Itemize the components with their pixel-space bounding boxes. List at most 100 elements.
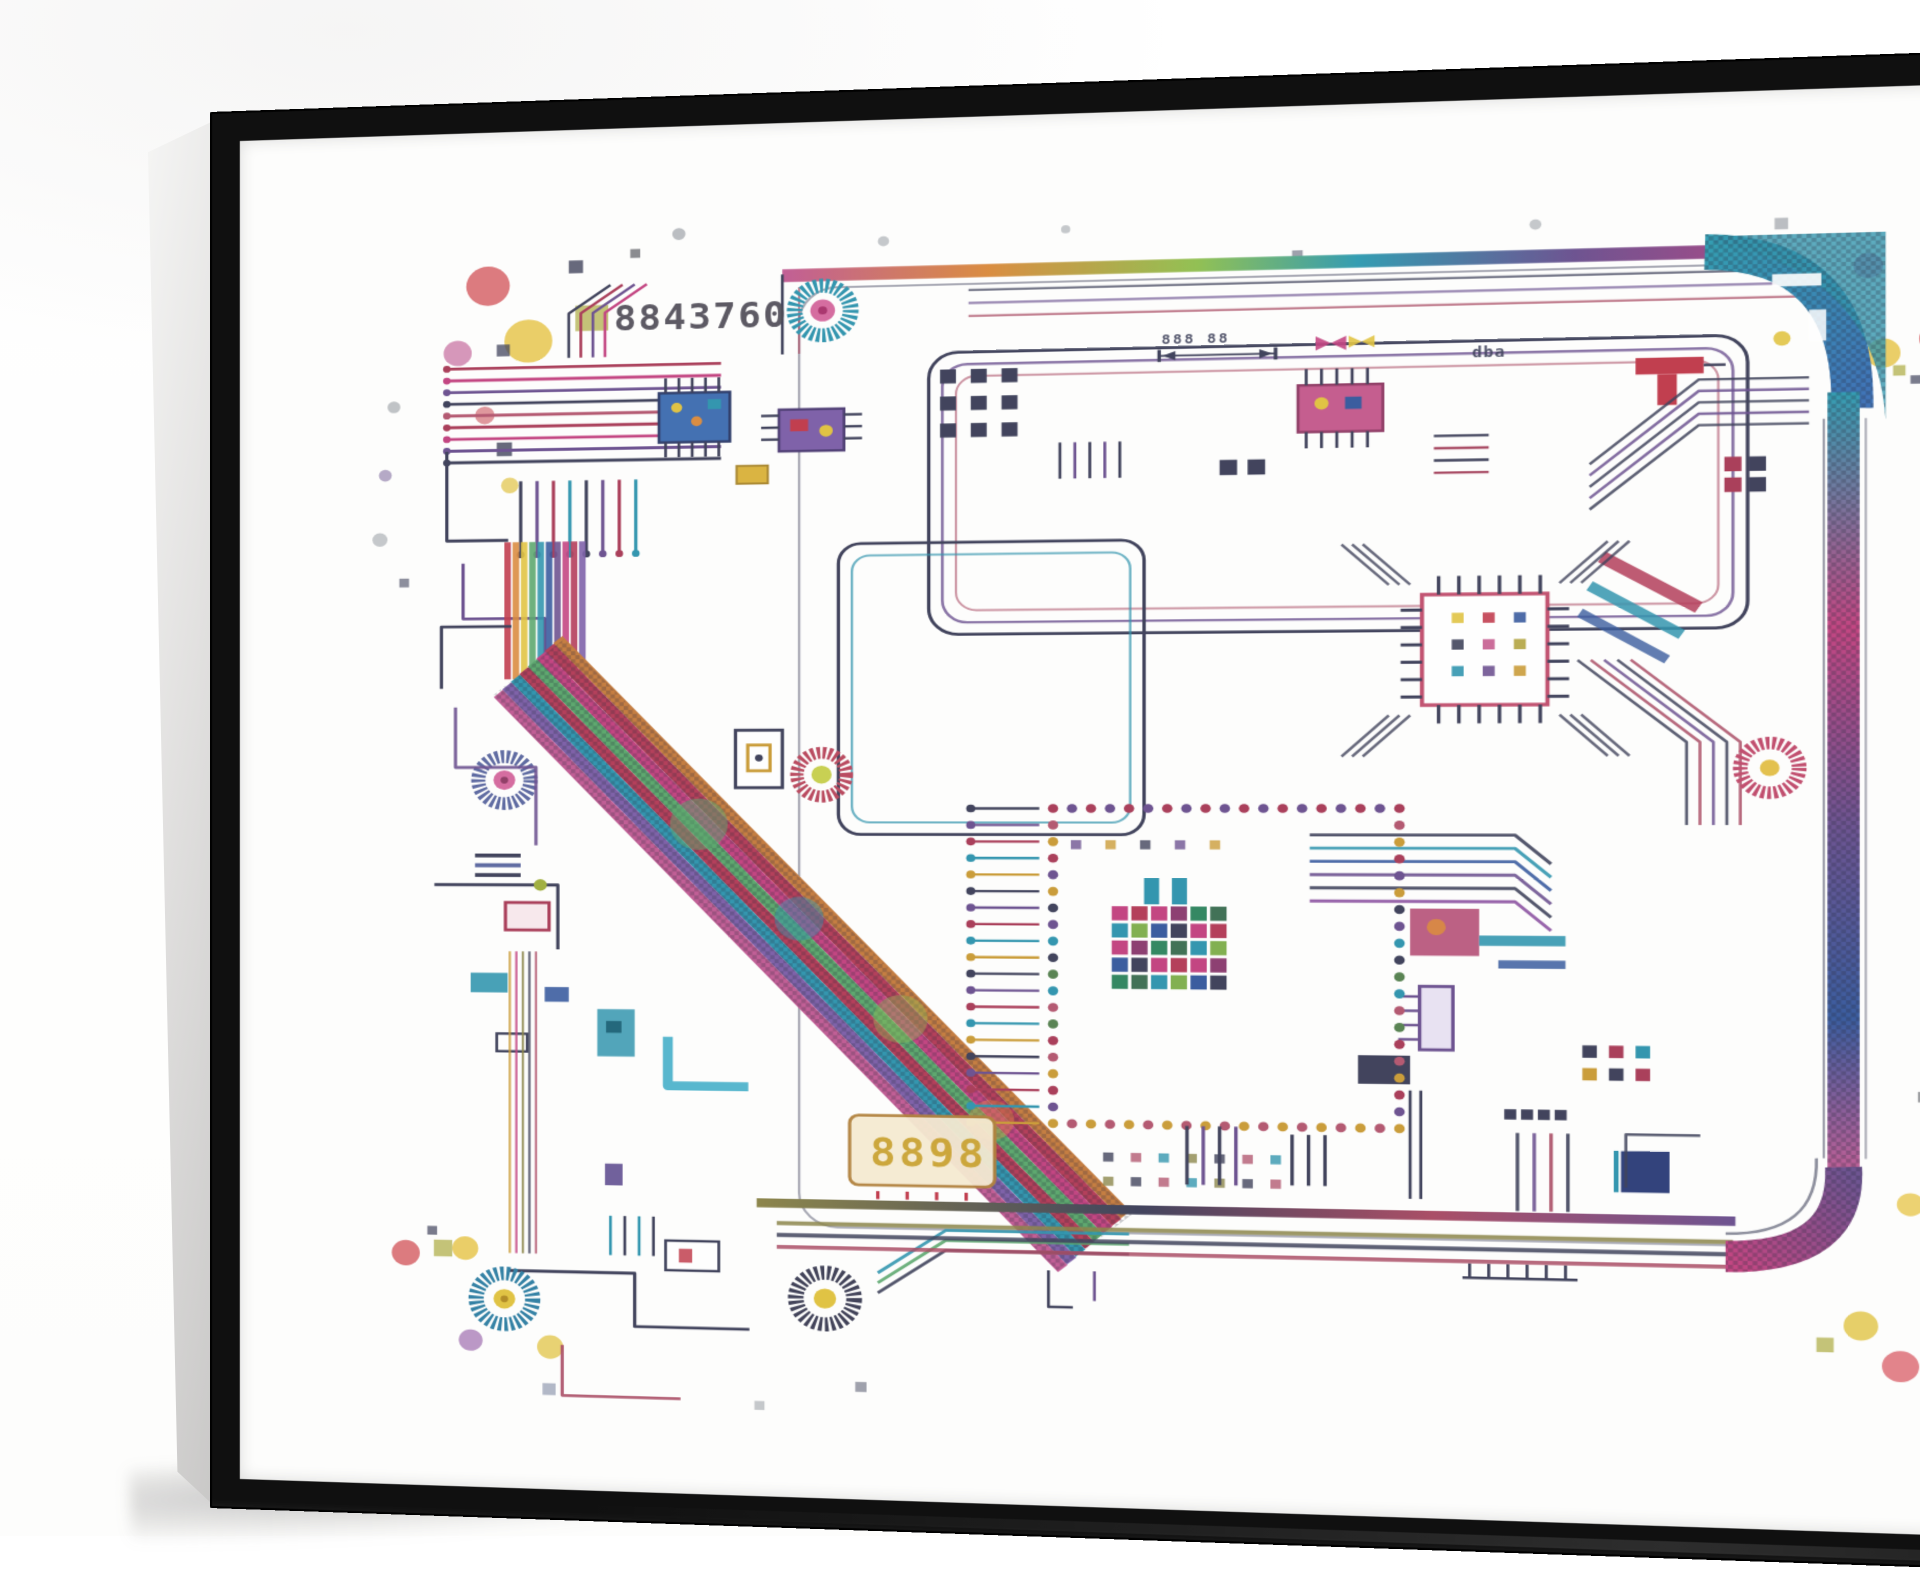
header-pins (475, 855, 521, 875)
square-pad-dot (755, 754, 763, 761)
svg-text:888 88: 888 88 (1161, 331, 1230, 348)
chip-label-text: 8898 (870, 1131, 987, 1177)
splatter (569, 260, 583, 273)
splatter (459, 1329, 483, 1351)
teal-bar (1498, 960, 1565, 969)
br-vert-comb-caps (1504, 1109, 1566, 1120)
artwork-svg: 8843760 888 88 dba 8898 (286, 108, 1920, 1479)
qfp-pins-left (1401, 610, 1422, 697)
nw-l-trace (447, 452, 507, 541)
sq-pair (1220, 460, 1237, 475)
loop2-comb (1060, 441, 1120, 478)
wedge-slot (1772, 273, 1821, 287)
chip-purple-pins (844, 414, 862, 438)
bl-l-trace (562, 1346, 679, 1398)
chip-yellow (737, 465, 768, 483)
splatter (1910, 375, 1920, 384)
chip-magenta (1410, 909, 1479, 956)
chip-pink-pins (1306, 368, 1367, 386)
splatter (501, 477, 518, 493)
splatter (1897, 1193, 1920, 1217)
chip-purple (779, 409, 844, 452)
qfp-pins-right (1547, 609, 1569, 697)
cyan-j-trace (668, 1041, 743, 1086)
chip-pink-pins (1306, 431, 1367, 448)
svg-text:8898: 8898 (870, 1131, 987, 1177)
splatter (497, 344, 510, 356)
ribbon-patch (775, 897, 824, 941)
splatter (630, 249, 640, 258)
teal-chip-bar (471, 973, 508, 993)
pad-bottom-left (476, 1273, 533, 1325)
fan-ne (1590, 377, 1809, 509)
pad-top (795, 285, 851, 336)
splatter (1844, 1311, 1879, 1341)
trace-dot (534, 879, 547, 891)
label-ticks (878, 1191, 966, 1201)
qfp-pins-bottom (1439, 705, 1541, 724)
loop-mid-left (852, 552, 1130, 822)
red-t-part (1636, 357, 1704, 375)
loop2-comb (1434, 435, 1489, 473)
splatter (504, 319, 552, 363)
wedge-dot (1773, 331, 1790, 346)
chip-teal-bl (597, 1009, 634, 1057)
blue-chip-bar (545, 987, 569, 1002)
splatter (1882, 1350, 1919, 1382)
bowtie-glyph (1349, 335, 1375, 348)
product-photo-scene: 8843760 888 88 dba 8898 (0, 0, 1920, 1536)
svg-text:dba: dba (1472, 345, 1506, 362)
bm-comb (1292, 1135, 1325, 1186)
splatter (878, 236, 889, 246)
qfp-inner-dots (1452, 612, 1526, 676)
canvas-face: 8843760 888 88 dba 8898 (240, 77, 1920, 1543)
bl-comb (610, 1216, 653, 1256)
sq-pair (1248, 459, 1266, 475)
canvas-side-edge (148, 116, 212, 1508)
sq-cluster (1582, 1045, 1650, 1081)
top-thin-bus (968, 269, 1809, 316)
qfp-fan-tl (1342, 544, 1411, 586)
purple-part (1420, 986, 1453, 1050)
bga-center-grid (1112, 906, 1227, 990)
left-thin-vbus (510, 951, 536, 1253)
chip-bl-dot (679, 1249, 692, 1263)
chip-crimson-outline (505, 902, 549, 930)
splatter (372, 533, 387, 547)
chip-magenta-dot (1427, 919, 1446, 935)
splatter (537, 1335, 563, 1359)
dim-label-text: 888 88 (1161, 331, 1230, 348)
teal-bar (1479, 936, 1565, 947)
chip-pink-dot (1345, 396, 1362, 409)
pad-2x2 (1724, 456, 1766, 492)
bga-teal-bar (1172, 878, 1187, 904)
splatter (1061, 225, 1070, 233)
splatter (543, 1383, 556, 1395)
splatter (1893, 365, 1905, 376)
pad-bottom-mid (796, 1272, 854, 1325)
chip-blue-pins (666, 442, 719, 458)
bm-horn (1048, 1272, 1071, 1308)
framed-canvas: 8843760 888 88 dba 8898 (210, 43, 1920, 1577)
left-l-trace (441, 626, 509, 687)
chip-purple-pins (761, 416, 779, 440)
serial-text: 8843760 (614, 296, 788, 339)
bga-sparse-top (1071, 840, 1220, 849)
splatter (1775, 218, 1789, 230)
qfp-fan-bl (1342, 715, 1411, 756)
chip-blue-dot (708, 399, 721, 409)
qfp-fan-br (1559, 714, 1629, 755)
bl-l-trace (510, 1271, 748, 1330)
wavy-pin-base (1462, 1278, 1577, 1281)
purple-bar-bl (605, 1164, 623, 1186)
corner-br-checker (1726, 1165, 1844, 1259)
loop-mid-left (838, 540, 1144, 835)
bga-sparse-bottom (1103, 1152, 1281, 1188)
splatter (855, 1382, 866, 1392)
splatter (434, 1240, 452, 1257)
pad-right (1740, 743, 1799, 793)
chip-blue-pins (666, 377, 719, 393)
splatter (392, 1240, 420, 1266)
pair-lines (1410, 1090, 1421, 1199)
splatter (399, 579, 409, 588)
